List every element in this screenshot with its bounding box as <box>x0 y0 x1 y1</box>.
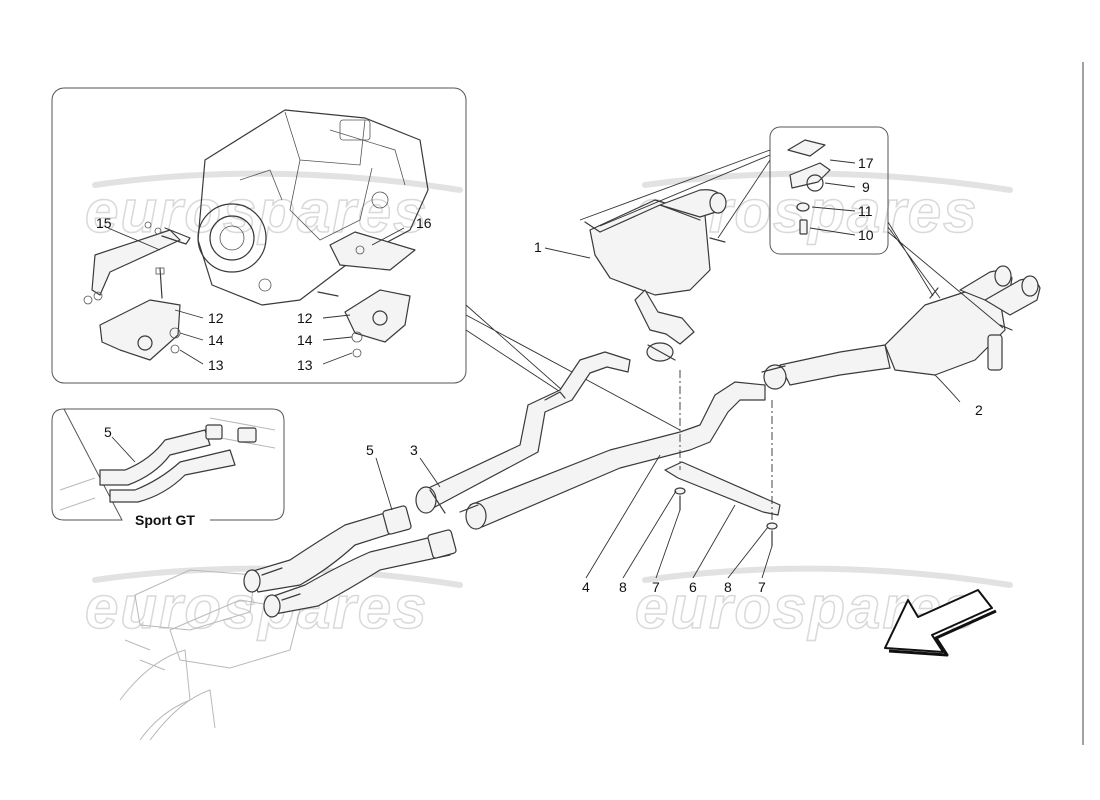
inset-sport-frame <box>51 408 285 521</box>
callout-11: 11 <box>858 203 873 219</box>
inset-rubber-mount: 17 9 11 10 <box>769 126 889 255</box>
callout-7-left: 7 <box>652 579 660 595</box>
intermediate-pipe-3 <box>415 351 631 514</box>
bracket-15 <box>83 221 191 305</box>
callout-8-right: 8 <box>724 579 732 595</box>
watermark-top-left: eurospares <box>85 178 429 245</box>
callout-9: 9 <box>862 179 870 195</box>
callout-8-left: 8 <box>619 579 627 595</box>
inset-sport-gt: 5 Sport GT <box>51 408 285 528</box>
callout-5-main: 5 <box>366 442 374 458</box>
watermark-swoosh <box>642 565 1013 588</box>
callout-3: 3 <box>410 442 418 458</box>
callout-1: 1 <box>534 239 542 255</box>
callout-13-right: 13 <box>297 357 313 373</box>
silencer-right-2 <box>761 265 1041 390</box>
catalytic-converters <box>119 569 301 741</box>
callout-6: 6 <box>689 579 697 595</box>
inset-gearbox-mounts: 15 16 12 14 13 12 14 13 <box>51 87 467 384</box>
callout-14-left: 14 <box>208 332 224 348</box>
direction-arrow-icon <box>884 589 997 657</box>
intermediate-pipe-4 <box>459 381 766 530</box>
callout-12-left: 12 <box>208 310 224 326</box>
inset-rubber-frame <box>769 126 889 255</box>
callout-15: 15 <box>96 215 112 231</box>
callout-17: 17 <box>858 155 874 171</box>
callout-2: 2 <box>975 402 983 418</box>
hanger-bracket-6 <box>664 461 781 547</box>
callout-14-right: 14 <box>297 332 313 348</box>
bracket-16 <box>329 231 416 271</box>
silencer-left-1 <box>584 189 727 362</box>
callout-4: 4 <box>582 579 590 595</box>
callout-5-inset: 5 <box>104 424 112 440</box>
mount-right <box>317 289 411 358</box>
x-pipe-5 <box>243 505 457 618</box>
callout-13-left: 13 <box>208 357 224 373</box>
mount-left <box>99 267 181 361</box>
watermark-swoosh <box>92 170 463 193</box>
callout-10: 10 <box>858 227 874 243</box>
callout-12-right: 12 <box>297 310 313 326</box>
rubber-inset-leaders <box>579 149 1004 329</box>
sport-gt-caption: Sport GT <box>135 512 195 528</box>
callout-7-right: 7 <box>758 579 766 595</box>
inset-gearbox-frame <box>51 87 467 384</box>
callout-16: 16 <box>416 215 432 231</box>
